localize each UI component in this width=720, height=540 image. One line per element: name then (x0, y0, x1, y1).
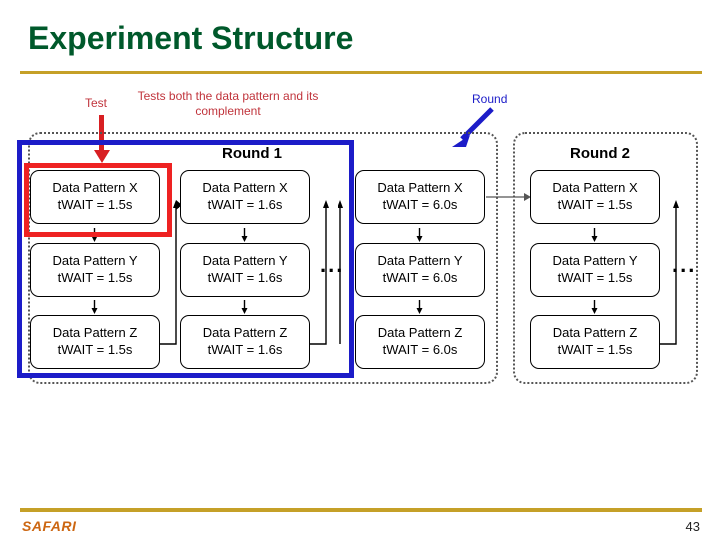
twait-label: tWAIT = 1.5s (57, 270, 133, 285)
pattern-label: Data Pattern Y (552, 253, 638, 268)
test-box-r1c3-y[interactable]: Data Pattern Y tWAIT = 6.0s (355, 243, 485, 297)
round-1-highlight-box (17, 140, 354, 378)
twait-label: tWAIT = 1.5s (557, 197, 633, 212)
twait-label: tWAIT = 6.0s (382, 197, 458, 212)
round-1-ellipsis: ... (320, 252, 345, 277)
test-box-r1c1-x[interactable]: Data Pattern X tWAIT = 1.5s (30, 170, 160, 224)
down-arrow-icon (241, 300, 248, 314)
pattern-label: Data Pattern Y (202, 253, 288, 268)
round-2-label: Round 2 (570, 145, 630, 162)
annotation-tests-both-label: Tests both the data pattern and its comp… (137, 89, 319, 118)
pattern-label: Data Pattern Z (552, 325, 638, 340)
round-1-label: Round 1 (222, 145, 282, 162)
test-box-r1c1-y[interactable]: Data Pattern Y tWAIT = 1.5s (30, 243, 160, 297)
page-number: 43 (685, 519, 700, 534)
annotation-round-label: Round (472, 92, 508, 106)
pattern-label: Data Pattern Y (52, 253, 138, 268)
twait-label: tWAIT = 1.5s (57, 197, 133, 212)
pattern-label: Data Pattern X (52, 180, 138, 195)
column-wrap-connector (660, 200, 679, 345)
twait-label: tWAIT = 6.0s (382, 342, 458, 357)
down-arrow-icon (416, 228, 423, 242)
title-divider (20, 71, 702, 74)
safari-logo: SAFARI (22, 518, 77, 534)
round-to-round-connector (486, 193, 531, 201)
pattern-label: Data Pattern Z (377, 325, 463, 340)
pattern-label: Data Pattern Z (202, 325, 288, 340)
page-title: Experiment Structure (28, 20, 354, 56)
twait-label: tWAIT = 1.5s (57, 342, 133, 357)
test-box-r1c3-z[interactable]: Data Pattern Z tWAIT = 6.0s (355, 315, 485, 369)
twait-label: tWAIT = 6.0s (382, 270, 458, 285)
round-2-ellipsis: ... (672, 252, 697, 277)
annotation-test-label: Test (85, 96, 108, 110)
twait-label: tWAIT = 1.5s (557, 270, 633, 285)
test-highlight-box (24, 163, 172, 237)
pattern-label: Data Pattern X (377, 180, 463, 195)
pattern-label: Data Pattern Z (52, 325, 138, 340)
test-box-r2c1-z[interactable]: Data Pattern Z tWAIT = 1.5s (530, 315, 660, 369)
down-arrow-icon (416, 300, 423, 314)
down-arrow-icon (91, 300, 98, 314)
twait-label: tWAIT = 1.6s (207, 197, 283, 212)
test-box-r2c1-y[interactable]: Data Pattern Y tWAIT = 1.5s (530, 243, 660, 297)
column-wrap-connector (160, 200, 182, 345)
down-arrow-icon (241, 228, 248, 242)
pattern-label: Data Pattern Y (377, 253, 463, 268)
round-2-boundary (513, 132, 698, 384)
pattern-label: Data Pattern X (202, 180, 288, 195)
red-arrow-shaft-icon (99, 115, 104, 153)
test-box-r1c2-z[interactable]: Data Pattern Z tWAIT = 1.6s (180, 315, 310, 369)
test-box-r2c1-x[interactable]: Data Pattern X tWAIT = 1.5s (530, 170, 660, 224)
pattern-label: Data Pattern X (552, 180, 638, 195)
twait-label: tWAIT = 1.6s (207, 342, 283, 357)
test-box-r1c2-y[interactable]: Data Pattern Y tWAIT = 1.6s (180, 243, 310, 297)
blue-arrow-icon (452, 107, 494, 147)
column-wrap-connector (310, 200, 329, 345)
twait-label: tWAIT = 1.6s (207, 270, 283, 285)
round-1-boundary (28, 132, 498, 384)
down-arrow-icon (591, 300, 598, 314)
footer-divider (20, 508, 702, 512)
twait-label: tWAIT = 1.5s (557, 342, 633, 357)
test-box-r1c1-z[interactable]: Data Pattern Z tWAIT = 1.5s (30, 315, 160, 369)
experiment-structure-diagram: Round 1 Round 2 Data Pattern X tWAIT = 1… (17, 132, 698, 384)
red-arrow-head-icon (94, 150, 110, 163)
test-box-r1c2-x[interactable]: Data Pattern X tWAIT = 1.6s (180, 170, 310, 224)
test-box-r1c3-x[interactable]: Data Pattern X tWAIT = 6.0s (355, 170, 485, 224)
down-arrow-icon (591, 228, 598, 242)
column-wrap-connector (338, 200, 343, 344)
